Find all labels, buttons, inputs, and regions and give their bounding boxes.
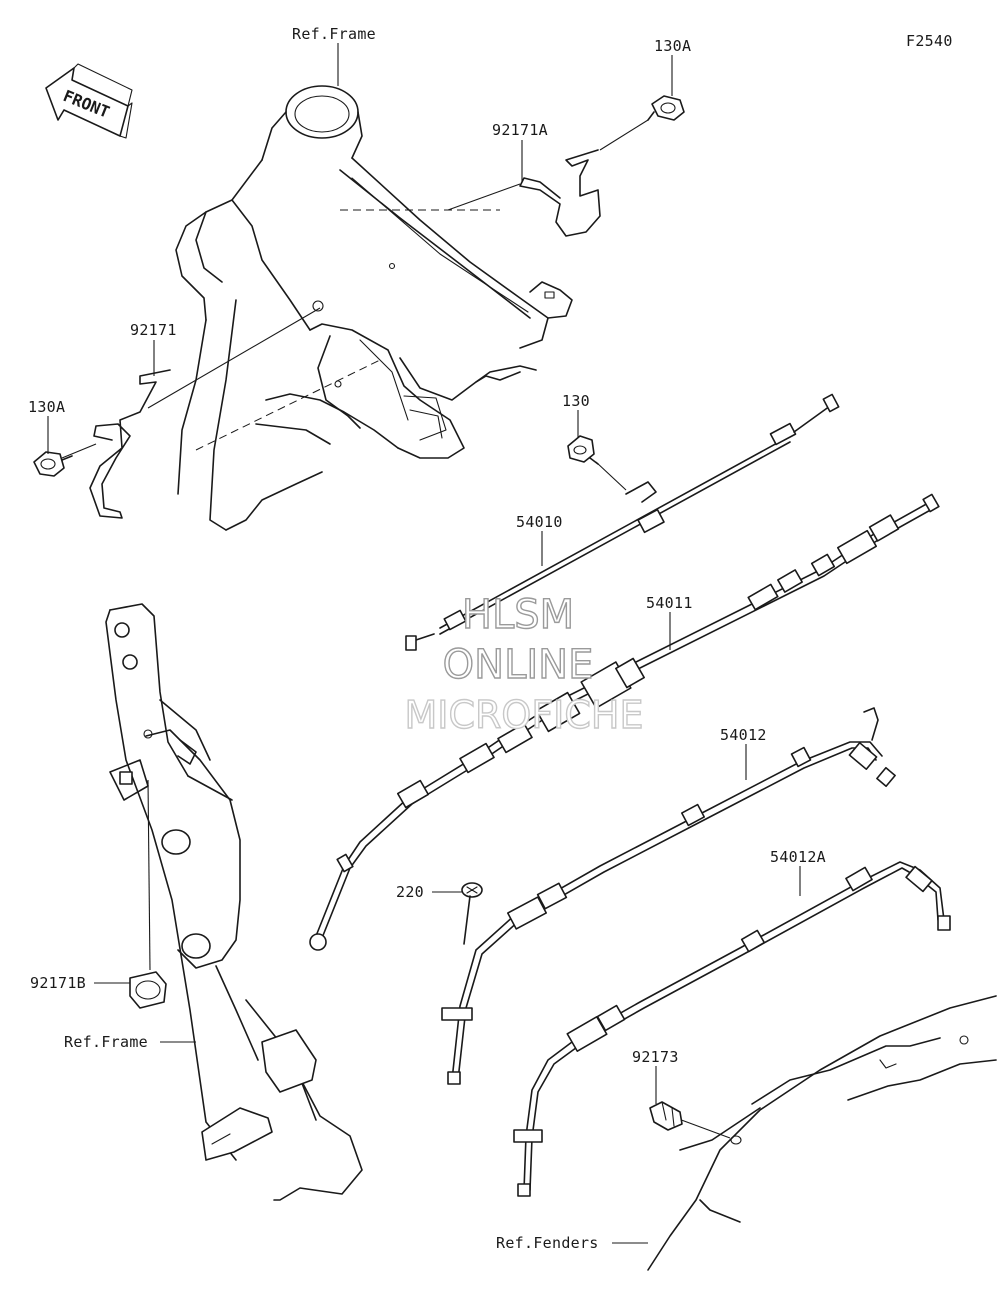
label-92173: 92173 — [632, 1048, 679, 1066]
front-arrow-icon: FRONT — [45, 63, 133, 139]
label-ref-fenders: Ref.Fenders — [496, 1234, 599, 1252]
watermark: HLSM ONLINE MICROFICHE — [404, 591, 644, 737]
watermark-line2: ONLINE — [443, 642, 594, 688]
clamp-92171B-icon — [129, 971, 167, 1009]
clip-92173-icon — [649, 1101, 683, 1131]
rear-fender-drawing — [647, 995, 997, 1271]
label-54010: 54010 — [516, 513, 563, 531]
label-92171A: 92171A — [492, 121, 548, 139]
cable-54011-drawing — [309, 493, 940, 951]
cable-54012-drawing — [441, 707, 896, 1085]
diagram-code: F2540 — [906, 32, 953, 50]
bolt-130-icon — [567, 435, 599, 465]
watermark-line1: HLSM — [462, 592, 574, 638]
watermark-line3: MICROFICHE — [404, 693, 643, 737]
upper-frame-drawing — [175, 85, 573, 531]
label-130A-left: 130A — [28, 398, 65, 416]
bolt-130A-top-icon — [647, 95, 685, 121]
label-54012A: 54012A — [770, 848, 826, 866]
label-54011: 54011 — [646, 594, 693, 612]
label-ref-frame-top: Ref.Frame — [292, 25, 376, 43]
bolt-130A-left-icon — [33, 451, 73, 477]
clip-92171-drawing — [61, 307, 321, 519]
label-220: 220 — [396, 883, 424, 901]
label-130: 130 — [562, 392, 590, 410]
label-130A-top: 130A — [654, 37, 691, 55]
lower-frame-drawing — [105, 603, 363, 1201]
clip-92171A-drawing — [447, 119, 649, 237]
label-92171B: 92171B — [30, 974, 86, 992]
screw-220-icon — [432, 882, 483, 945]
cable-54010-drawing — [405, 393, 840, 651]
label-ref-frame-lower: Ref.Frame — [64, 1033, 148, 1051]
label-54012: 54012 — [720, 726, 767, 744]
label-92171: 92171 — [130, 321, 177, 339]
cable-54012A-drawing — [513, 861, 951, 1197]
